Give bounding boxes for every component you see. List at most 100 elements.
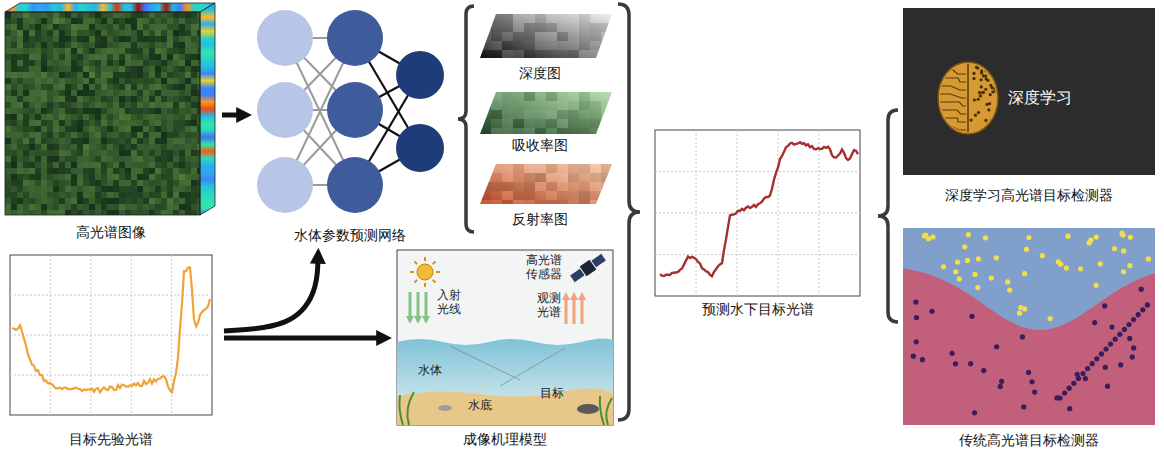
prior-spectrum-curve bbox=[12, 267, 210, 392]
pixel bbox=[35, 138, 41, 144]
map-block bbox=[601, 173, 612, 182]
pixel bbox=[101, 210, 107, 215]
stone bbox=[438, 405, 452, 411]
map-block bbox=[491, 41, 502, 50]
pixel bbox=[47, 12, 53, 18]
pixel bbox=[155, 120, 161, 126]
neuron-dot bbox=[988, 123, 991, 126]
pixel bbox=[53, 210, 59, 215]
pixel bbox=[17, 54, 23, 60]
pixel bbox=[161, 96, 167, 102]
pixel bbox=[89, 114, 95, 120]
pixel bbox=[113, 174, 119, 180]
pixel bbox=[137, 114, 143, 120]
map-block bbox=[601, 200, 612, 209]
pixel bbox=[161, 162, 167, 168]
pixel bbox=[149, 60, 155, 66]
pixel bbox=[17, 210, 23, 215]
sample-point bbox=[1090, 361, 1095, 366]
neuron-dot bbox=[979, 94, 982, 97]
pixel bbox=[23, 150, 29, 156]
map-block bbox=[546, 50, 557, 59]
pixel bbox=[179, 180, 185, 186]
pixel bbox=[185, 48, 191, 54]
sample-point bbox=[1140, 307, 1145, 312]
pixel bbox=[17, 156, 23, 162]
pixel bbox=[125, 42, 131, 48]
pixel bbox=[59, 30, 65, 36]
map-block bbox=[513, 14, 524, 23]
pixel bbox=[113, 84, 119, 90]
map-block bbox=[546, 191, 557, 200]
pixel bbox=[179, 120, 185, 126]
diagram-node: 水体参数预测网络 bbox=[250, 5, 450, 248]
circuit-line bbox=[940, 86, 966, 90]
pixel bbox=[71, 108, 77, 114]
pixel bbox=[101, 132, 107, 138]
pixel bbox=[101, 162, 107, 168]
pixel bbox=[107, 66, 113, 72]
sample-point bbox=[911, 354, 916, 359]
pixel bbox=[185, 30, 191, 36]
pixel bbox=[47, 72, 53, 78]
sample-point bbox=[1121, 269, 1126, 274]
sample-point bbox=[929, 309, 934, 314]
pixel bbox=[185, 24, 191, 30]
pixel bbox=[17, 48, 23, 54]
map-block bbox=[546, 182, 557, 191]
pixel bbox=[167, 36, 173, 42]
pixel bbox=[35, 60, 41, 66]
pixel bbox=[77, 138, 83, 144]
neuron-dot bbox=[991, 90, 994, 93]
sample-point bbox=[1085, 366, 1090, 371]
pixel bbox=[23, 180, 29, 186]
observed-arrow bbox=[581, 300, 584, 324]
pixel bbox=[167, 114, 173, 120]
map-block bbox=[513, 110, 524, 119]
pixel bbox=[95, 210, 101, 215]
pixel bbox=[191, 186, 197, 192]
pixel bbox=[83, 120, 89, 126]
satellite-panel bbox=[570, 269, 584, 282]
pixel bbox=[11, 108, 17, 114]
pixel bbox=[119, 24, 125, 30]
pixel bbox=[29, 90, 35, 96]
pixel bbox=[65, 36, 71, 42]
pixel bbox=[101, 36, 107, 42]
map-block bbox=[502, 128, 513, 137]
model-label: 高光谱传感器 bbox=[526, 254, 562, 282]
map-block bbox=[601, 128, 612, 137]
pixel bbox=[83, 30, 89, 36]
pixel bbox=[5, 42, 11, 48]
pixel bbox=[11, 120, 17, 126]
pixel bbox=[197, 186, 200, 192]
pixel bbox=[125, 90, 131, 96]
pixel bbox=[65, 12, 71, 18]
map-block bbox=[524, 41, 535, 50]
pixel bbox=[65, 66, 71, 72]
pixel bbox=[191, 60, 197, 66]
pixel bbox=[59, 36, 65, 42]
pixel bbox=[113, 78, 119, 84]
pixel bbox=[41, 174, 47, 180]
sample-point bbox=[1076, 376, 1081, 381]
map-block bbox=[579, 173, 590, 182]
pixel bbox=[5, 126, 11, 132]
pixel bbox=[173, 90, 179, 96]
map-block bbox=[535, 182, 546, 191]
pixel bbox=[17, 96, 23, 102]
pixel bbox=[185, 42, 191, 48]
pixel bbox=[47, 60, 53, 66]
pixel bbox=[149, 36, 155, 42]
pixel bbox=[83, 198, 89, 204]
sample-point bbox=[922, 233, 927, 238]
map-block bbox=[590, 14, 601, 23]
pixel bbox=[35, 168, 41, 174]
sample-point bbox=[981, 368, 986, 373]
sample-point bbox=[1064, 265, 1069, 270]
pixel bbox=[137, 42, 143, 48]
pixel bbox=[71, 168, 77, 174]
pixel bbox=[173, 48, 179, 54]
pixel bbox=[197, 12, 200, 18]
